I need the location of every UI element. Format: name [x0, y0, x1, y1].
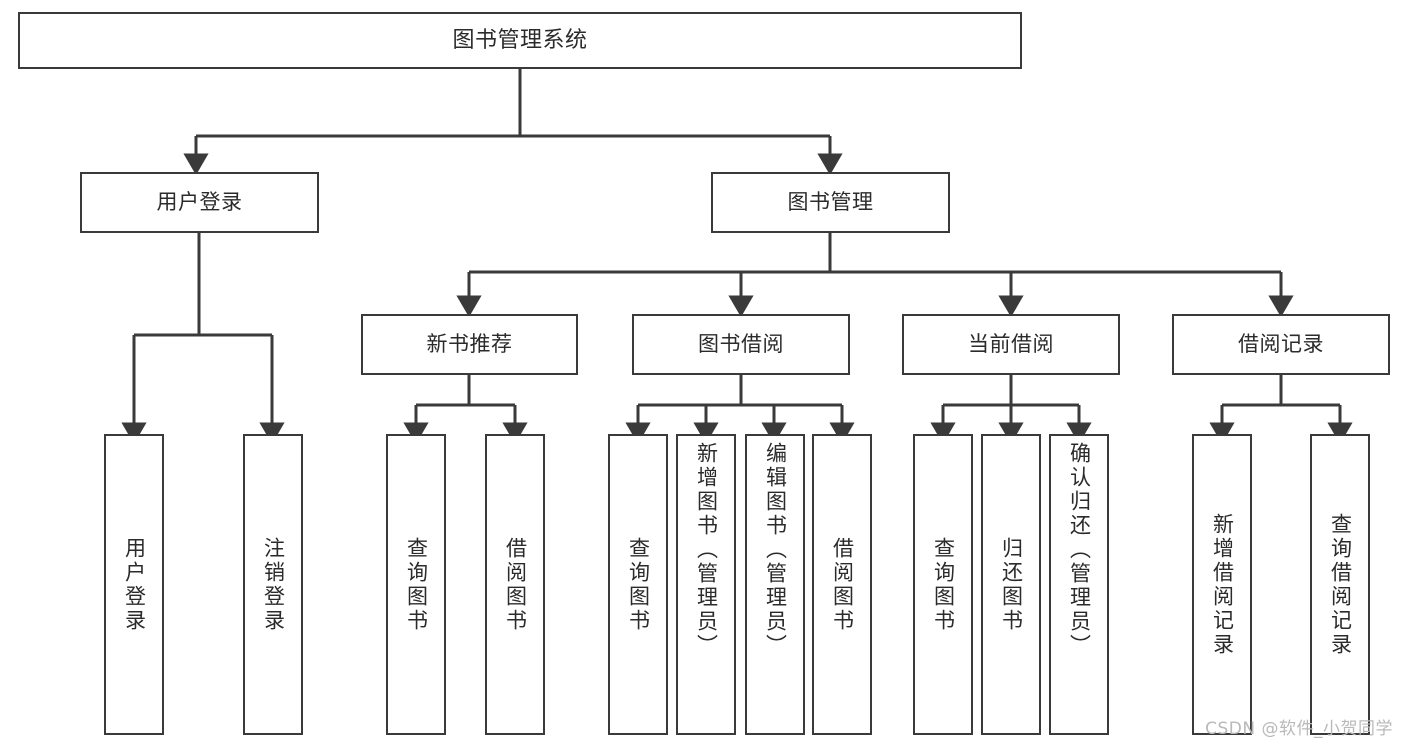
node-label: 查询图书 — [931, 536, 956, 633]
node-label: 查询图书 — [404, 536, 429, 633]
node-leaf-edit-book[interactable]: 编辑图书（管理员） — [745, 434, 805, 735]
node-label: 图书管理系统 — [452, 27, 588, 53]
node-leaf-add-book[interactable]: 新增图书（管理员） — [676, 434, 736, 735]
node-leaf-borrow-book-recommend[interactable]: 借阅图书 — [485, 434, 545, 735]
node-book-manage[interactable]: 图书管理 — [711, 172, 950, 233]
node-leaf-query-book-recommend[interactable]: 查询图书 — [386, 434, 446, 735]
node-label: 查询图书 — [626, 536, 651, 633]
node-leaf-add-borrow-record[interactable]: 新增借阅记录 — [1192, 434, 1252, 735]
node-leaf-query-borrow-record[interactable]: 查询借阅记录 — [1310, 434, 1370, 735]
node-book-borrow[interactable]: 图书借阅 — [632, 314, 850, 375]
node-borrow-record[interactable]: 借阅记录 — [1172, 314, 1390, 375]
node-label: 注销登录 — [261, 536, 286, 633]
node-label: 归还图书 — [999, 536, 1024, 633]
node-leaf-return-book[interactable]: 归还图书 — [981, 434, 1041, 735]
node-label: 编辑图书（管理员） — [763, 442, 788, 658]
csdn-watermark: CSDN @软件_小贺同学 — [1205, 719, 1393, 739]
node-leaf-user-login[interactable]: 用户登录 — [104, 434, 164, 735]
node-label: 新增图书（管理员） — [694, 442, 719, 658]
node-user-login[interactable]: 用户登录 — [80, 172, 319, 233]
node-label: 查询借阅记录 — [1328, 512, 1353, 657]
node-label: 借阅图书 — [830, 536, 855, 633]
node-label: 确认归还（管理员） — [1067, 442, 1092, 658]
node-leaf-confirm-return[interactable]: 确认归还（管理员） — [1049, 434, 1109, 735]
node-label: 用户登录 — [156, 190, 243, 215]
node-leaf-borrow-book[interactable]: 借阅图书 — [812, 434, 872, 735]
node-current-borrow[interactable]: 当前借阅 — [902, 314, 1120, 375]
node-label: 当前借阅 — [968, 332, 1054, 357]
node-label: 新书推荐 — [426, 332, 513, 357]
node-label: 借阅图书 — [503, 536, 528, 633]
node-label: 新增借阅记录 — [1210, 512, 1235, 657]
node-label: 图书管理 — [787, 190, 874, 215]
node-leaf-logout[interactable]: 注销登录 — [243, 434, 303, 735]
node-label: 图书借阅 — [698, 332, 784, 357]
node-label: 用户登录 — [122, 536, 147, 633]
node-root-book-management-system[interactable]: 图书管理系统 — [18, 12, 1022, 69]
node-leaf-query-book-borrow[interactable]: 查询图书 — [608, 434, 668, 735]
node-label: 借阅记录 — [1238, 332, 1324, 357]
node-new-book-recommend[interactable]: 新书推荐 — [361, 314, 578, 375]
node-leaf-query-book-current[interactable]: 查询图书 — [913, 434, 973, 735]
